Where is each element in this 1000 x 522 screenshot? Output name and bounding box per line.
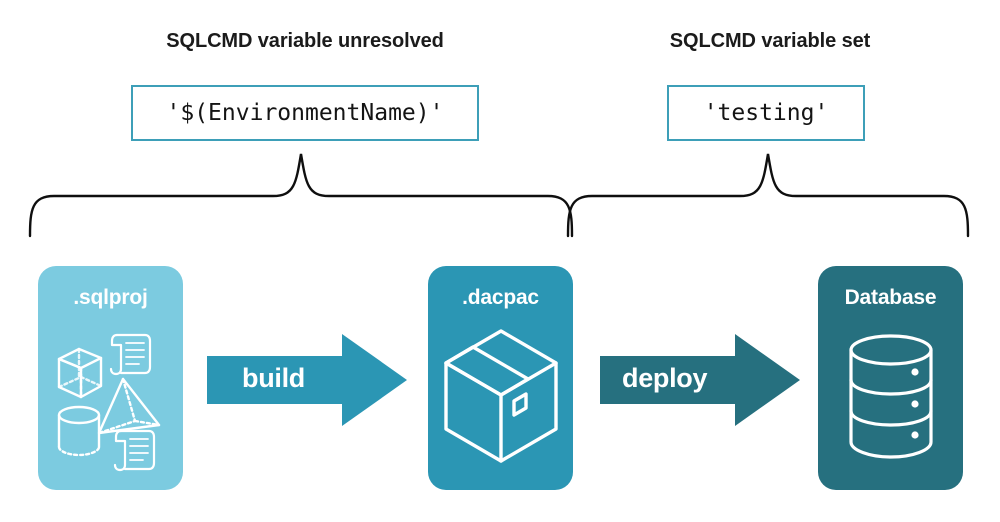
node-dacpac-artwork — [428, 310, 573, 490]
cube-icon — [57, 347, 102, 399]
database-status-dots — [910, 368, 919, 439]
node-database-artwork — [818, 310, 963, 490]
group-heading-unresolved: SQLCMD variable unresolved — [166, 30, 444, 52]
scroll-icon — [113, 429, 155, 472]
arrow-build-shape — [207, 334, 407, 426]
arrow-deploy-label: deploy — [622, 363, 708, 393]
brace-unresolved-span — [28, 152, 574, 243]
node-sqlproj[interactable]: .sqlproj — [38, 266, 183, 490]
arrow-deploy: deploy — [600, 334, 800, 426]
node-dacpac[interactable]: .dacpac — [428, 266, 573, 490]
package-box-icon — [443, 329, 558, 463]
database-cylinder-icon — [848, 334, 933, 459]
arrow-build-label: build — [242, 363, 305, 393]
node-dacpac-label: .dacpac — [462, 286, 539, 309]
scroll-icon — [109, 333, 151, 376]
node-database-label: Database — [844, 286, 937, 309]
code-chip-unresolved: '$(EnvironmentName)' — [131, 85, 479, 141]
brace-set-span — [566, 152, 970, 243]
node-sqlproj-artwork — [38, 310, 183, 490]
code-chip-set: 'testing' — [667, 85, 865, 141]
arrow-deploy-shape — [600, 334, 800, 426]
pyramid-icon — [97, 377, 160, 435]
cylinder-icon — [57, 405, 100, 457]
group-heading-set: SQLCMD variable set — [669, 30, 871, 52]
node-sqlproj-label: .sqlproj — [73, 286, 148, 309]
arrow-build: build — [207, 334, 407, 426]
node-database[interactable]: Database — [818, 266, 963, 490]
